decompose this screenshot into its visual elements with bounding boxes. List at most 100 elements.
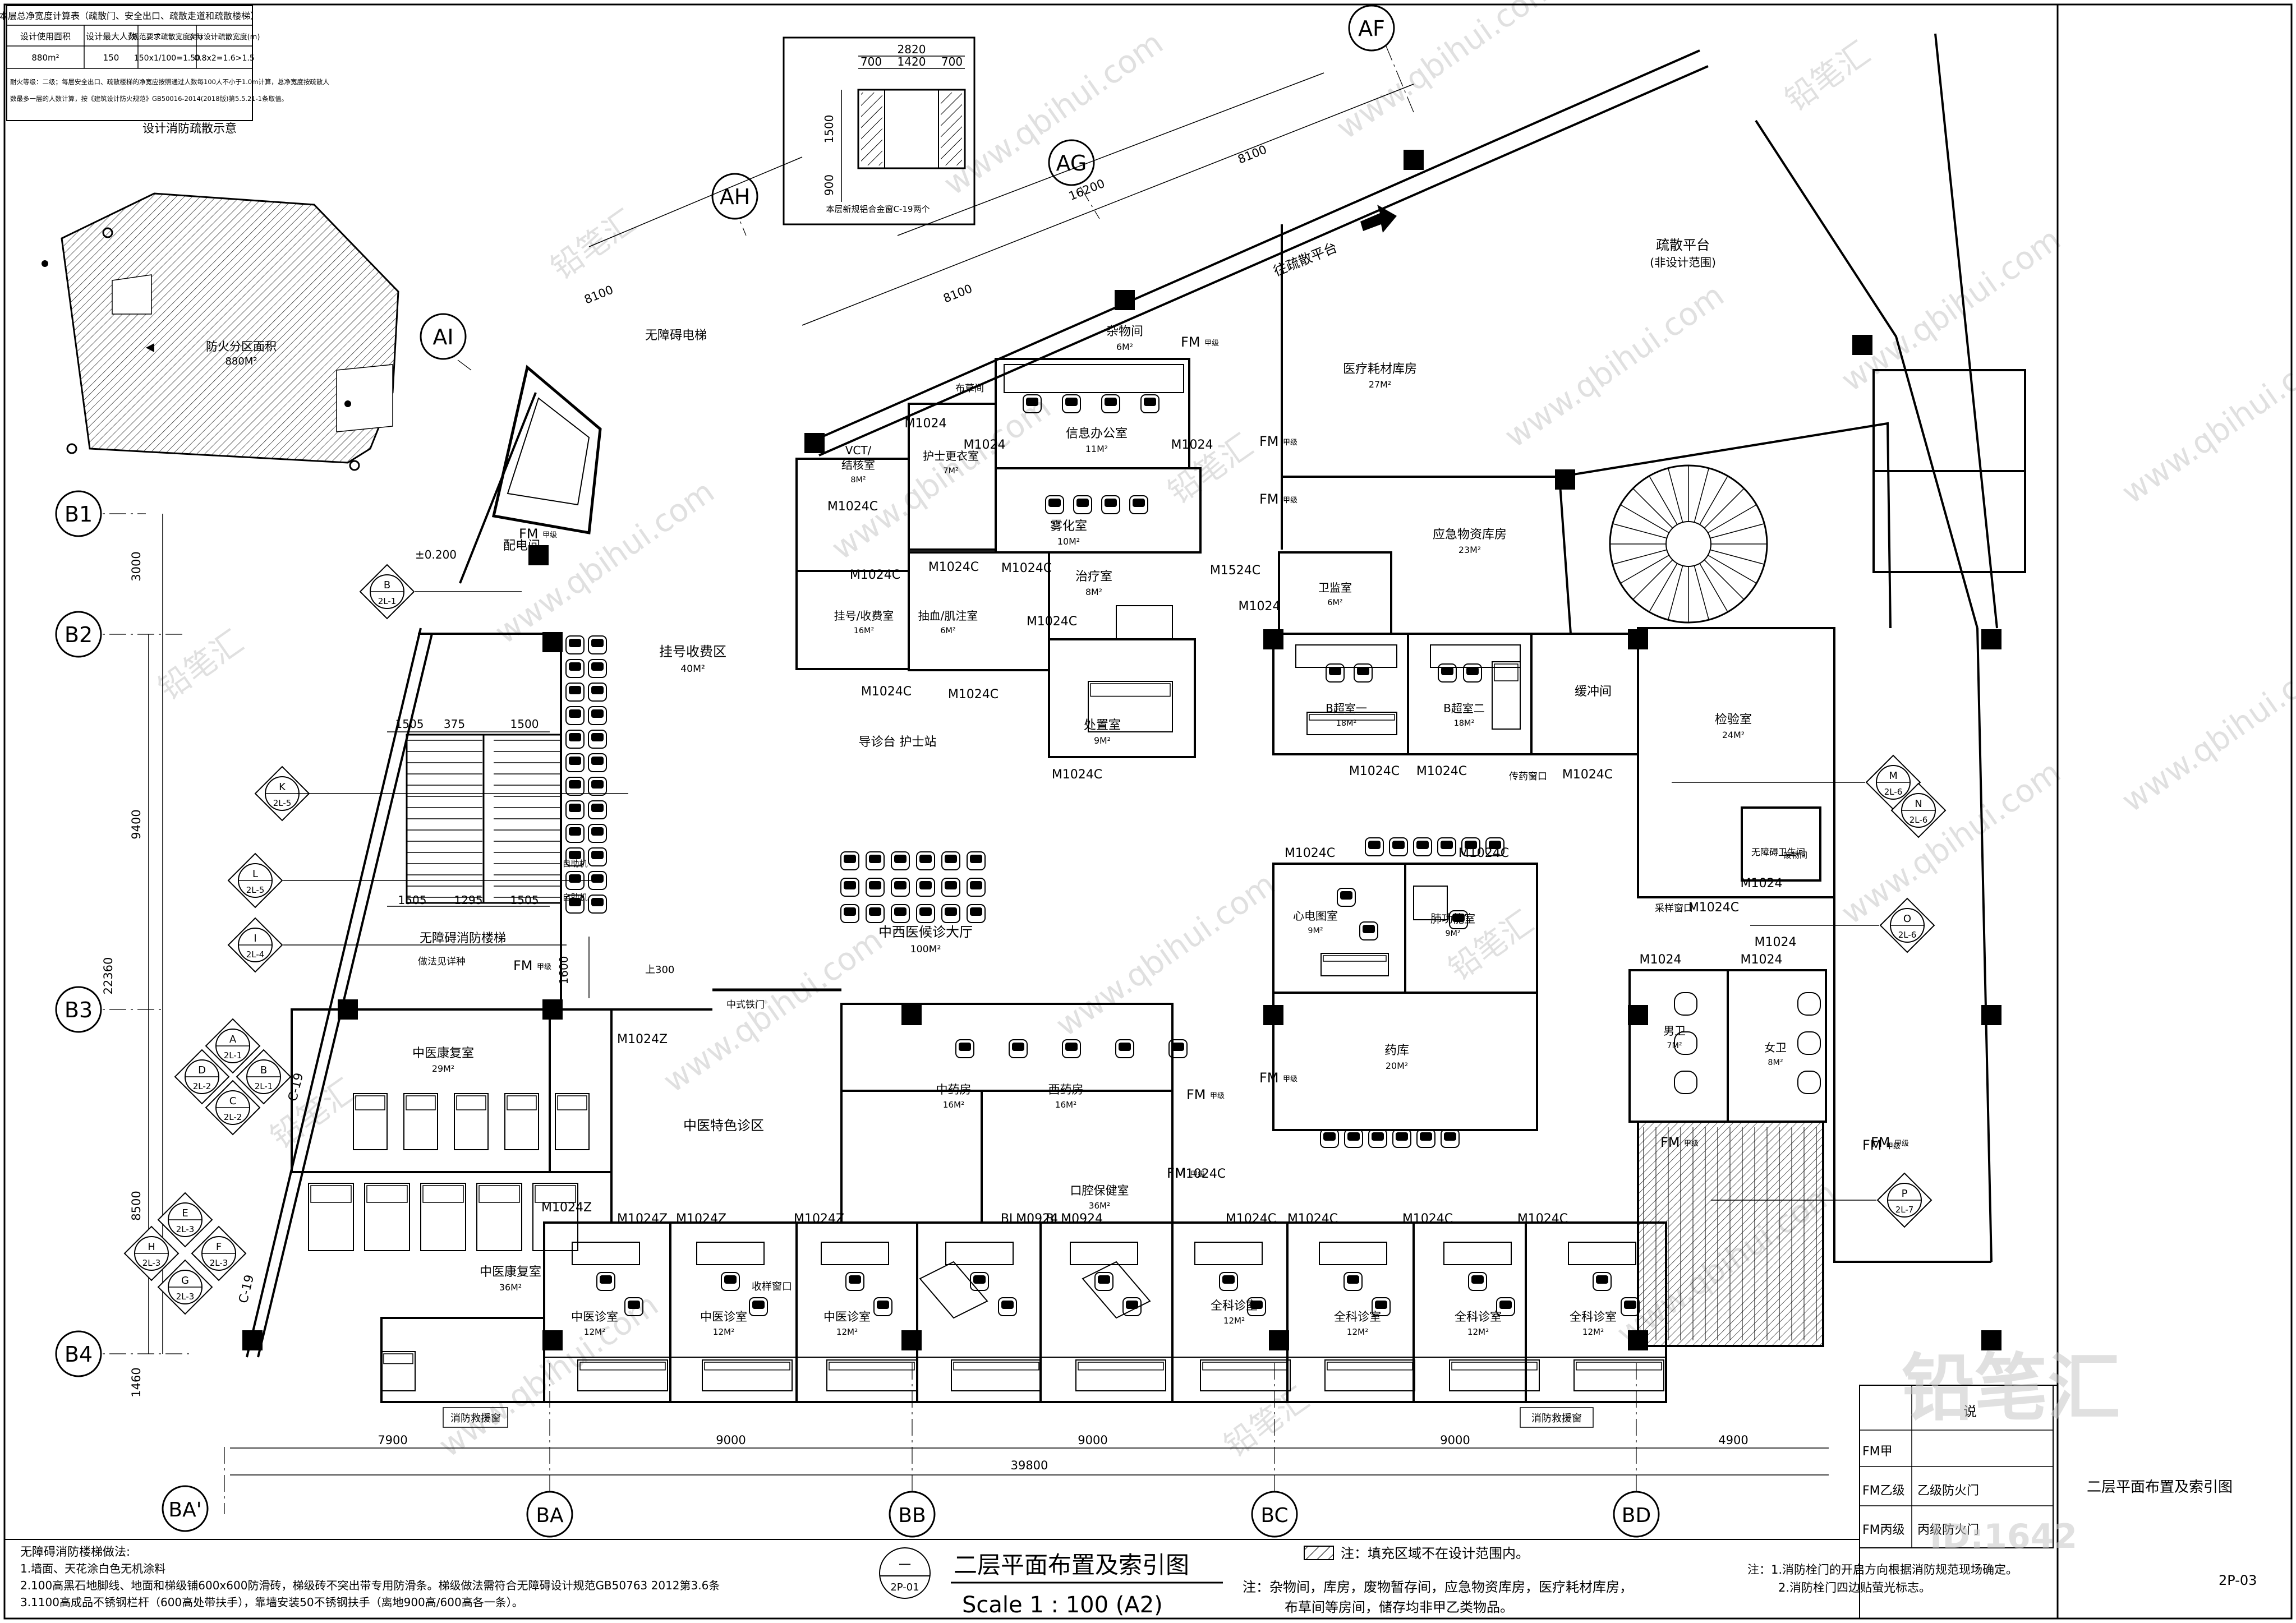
chair-seat: [869, 881, 881, 889]
chair-seat: [1105, 398, 1117, 406]
chair-seat: [1368, 841, 1381, 849]
chair-icon: [1593, 1272, 1612, 1291]
chair-seat: [1465, 841, 1477, 849]
chair-icon: [967, 851, 986, 870]
room-area: 12M²: [1223, 1316, 1245, 1326]
bed-pillow: [383, 1353, 413, 1364]
door-code: M1024: [964, 438, 1006, 452]
spiral-treads: [1610, 465, 1767, 623]
toilet-icon: [1797, 1071, 1821, 1094]
dim-text: 375: [444, 717, 465, 731]
dim-text: 上300: [645, 964, 674, 976]
chair-icon: [891, 878, 910, 897]
dim-text: 1460: [130, 1367, 143, 1397]
column: [1628, 629, 1648, 649]
chair-icon: [721, 1272, 740, 1291]
dim-text: 1505: [398, 893, 427, 907]
escape-arrow-icon: [1360, 205, 1397, 233]
dim-text: 9000: [716, 1433, 746, 1447]
chair-icon: [941, 904, 960, 923]
summary-remark: 耐火等级：二级；每层安全出口、疏散楼梯的净宽应按照通过人数每100人不小于1.0…: [10, 78, 329, 86]
chair-icon: [1359, 921, 1378, 940]
chair-icon: [1496, 1297, 1515, 1316]
axis-label: B2: [65, 623, 93, 647]
bed: [420, 1183, 466, 1251]
column: [1628, 1330, 1648, 1350]
title-block: 一 2P-01 二层平面布置及索引图 Scale 1 : 100 (A2) 注：…: [4, 1345, 2257, 1618]
fm-label: FM: [1186, 1087, 1206, 1103]
legend-key: FM丙级: [1862, 1523, 1905, 1537]
chair-icon: [1372, 1297, 1391, 1316]
chair-seat: [849, 1275, 861, 1284]
column: [528, 545, 549, 565]
chair-seat: [569, 709, 581, 718]
room-name: 男卫: [1663, 1024, 1686, 1038]
room-area: 12M²: [1467, 1327, 1489, 1337]
room-name: 医疗耗材库房: [1343, 362, 1417, 376]
chair-icon: [955, 1039, 974, 1058]
stair-notes-title: 无障碍消防楼梯做法:: [20, 1545, 131, 1559]
chair-seat: [1392, 841, 1405, 849]
column: [542, 632, 563, 652]
bed-pillow: [1323, 955, 1387, 962]
room-area: 9M²: [1445, 929, 1460, 938]
chair-seat: [1347, 1132, 1360, 1141]
chair-seat: [1001, 1301, 1014, 1309]
chair-seat: [970, 907, 982, 916]
chair-seat: [724, 1275, 737, 1284]
index-tag-letter: H: [148, 1241, 155, 1253]
chair-seat: [1466, 667, 1479, 675]
chair-icon: [1392, 1129, 1411, 1148]
chair-icon: [1461, 837, 1480, 856]
chair-icon: [891, 904, 910, 923]
chair-seat: [569, 851, 581, 859]
toilet-icon: [1797, 1031, 1821, 1055]
axis-bubble: [55, 986, 102, 1033]
index-tag-letter: F: [216, 1241, 222, 1253]
room-area: 7M²: [943, 467, 958, 476]
fm-grade: 甲级: [542, 531, 557, 540]
summary-remark: 数最多一层的人数计算，按《建筑设计防火规范》GB50016-2014(2018版…: [10, 95, 288, 103]
chair-icon: [1463, 663, 1482, 683]
room-area: 12M²: [584, 1327, 605, 1337]
chair-icon: [596, 1272, 615, 1291]
drawing-number: 2P-03: [2219, 1573, 2257, 1588]
room-name: 全科诊室: [1455, 1310, 1502, 1324]
door-code: M1024C: [861, 685, 912, 699]
chair-icon: [565, 847, 585, 866]
bed-pillow: [366, 1185, 408, 1203]
chair-icon: [1337, 888, 1356, 907]
index-tag-letter: A: [229, 1034, 237, 1045]
door-code: BLM0924: [1001, 1212, 1058, 1226]
room-area: 11M²: [1085, 444, 1108, 454]
chair-seat: [894, 881, 907, 889]
room-area: 12M²: [1582, 1327, 1604, 1337]
dim-text: 4900: [1718, 1433, 1748, 1447]
furniture: [308, 364, 1821, 1391]
chair-icon: [873, 1297, 892, 1316]
clean-room-label: 布草间: [955, 383, 984, 394]
dim-text: 9400: [130, 809, 143, 839]
door-code: M1024C: [1562, 768, 1613, 782]
chair-seat: [844, 907, 856, 916]
bed-pillow: [1202, 1362, 1289, 1371]
door-code: M1024: [1741, 953, 1783, 967]
fm-label: FM: [1259, 491, 1279, 507]
summary-header: 设计使用面积: [20, 31, 71, 42]
room-name: 信息办公室: [1066, 427, 1128, 441]
room-name: 杂物间: [1106, 325, 1143, 339]
index-tag-letter: N: [1915, 798, 1922, 810]
room-area: 16M²: [854, 626, 875, 635]
detail-dim: 900: [822, 174, 836, 196]
room-area: 6M²: [1327, 598, 1342, 607]
axis-bubble: [162, 1485, 209, 1532]
room-name: 消防救援窗: [450, 1413, 501, 1424]
room-area: 29M²: [432, 1063, 454, 1074]
bed: [702, 1359, 793, 1391]
dim-text: 8100: [1236, 142, 1269, 166]
door-code: M1024C: [928, 560, 979, 574]
chair-icon: [565, 683, 585, 702]
axis-label: AI: [432, 325, 453, 349]
stair-note-line: 2.100高黑石地脚线、地面和梯级铺600x600防滑砖，梯级砖不突出带专用防滑…: [20, 1579, 720, 1592]
